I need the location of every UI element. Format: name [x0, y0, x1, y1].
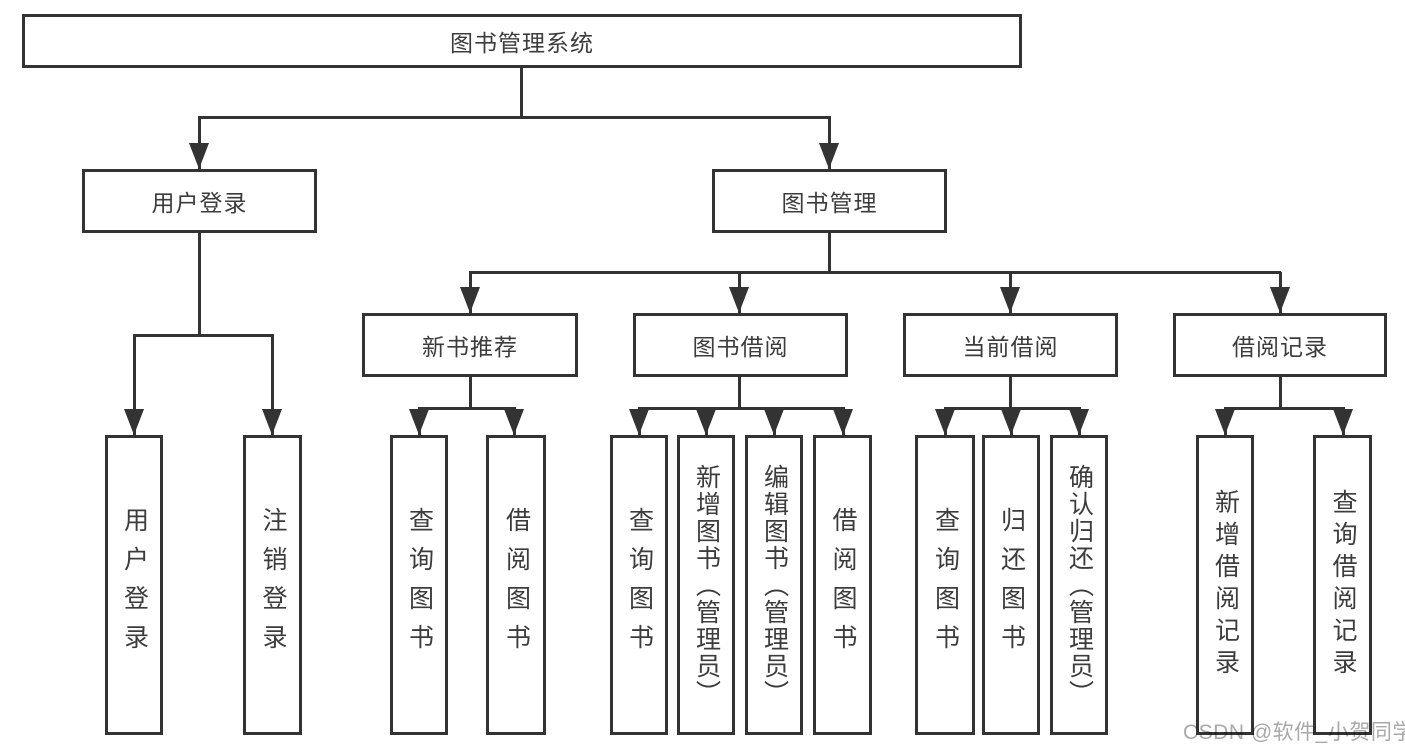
connector-line-horizontal [198, 116, 831, 119]
node-label: 图书借阅 [692, 334, 789, 360]
node-book-management: 图书管理 [712, 169, 947, 233]
connector-line-vertical [520, 68, 523, 117]
leaf-logout: 注销登录 [243, 435, 302, 735]
leaf-label: 查询图书 [405, 507, 434, 663]
down-arrow-icon [409, 409, 429, 435]
leaf-query-books-borrowing: 查询图书 [610, 435, 668, 735]
leaf-query-books-current: 查询图书 [915, 435, 975, 735]
connector-line-vertical [469, 377, 472, 408]
node-user-login: 用户登录 [82, 169, 317, 233]
down-arrow-icon [629, 409, 649, 435]
connector-line-vertical [198, 233, 201, 335]
leaf-query-books-recommend: 查询图书 [390, 435, 448, 735]
down-arrow-icon [1069, 409, 1089, 435]
connector-line-vertical [133, 335, 136, 435]
down-arrow-icon [124, 409, 144, 435]
down-arrow-icon [935, 409, 955, 435]
down-arrow-icon [696, 409, 716, 435]
down-arrow-icon [189, 143, 209, 169]
node-library-system: 图书管理系统 [22, 14, 1022, 68]
node-book-borrowing: 图书借阅 [633, 313, 848, 377]
connector-line-horizontal [1224, 407, 1345, 410]
leaf-return-books: 归还图书 [982, 435, 1040, 735]
node-label: 图书管理系统 [450, 30, 594, 56]
down-arrow-icon [1333, 409, 1353, 435]
leaf-add-borrow-record: 新增借阅记录 [1196, 435, 1254, 735]
connector-line-vertical [271, 335, 274, 435]
leaf-label: 借阅图书 [502, 507, 531, 663]
leaf-label: 注销登录 [259, 507, 287, 663]
leaf-borrow-books-recommend: 借阅图书 [486, 435, 546, 735]
leaf-label: 查询借阅记录 [1329, 489, 1357, 681]
leaf-label: 查询图书 [931, 507, 960, 663]
down-arrow-icon [504, 409, 524, 435]
leaf-label: 新增借阅记录 [1211, 489, 1240, 681]
leaf-label: 查询图书 [625, 507, 654, 663]
node-label: 借阅记录 [1232, 334, 1328, 360]
leaf-query-borrow-record: 查询借阅记录 [1313, 435, 1372, 735]
leaf-add-books-admin: 新增图书（管理员） [677, 435, 735, 735]
node-label: 用户登录 [151, 190, 248, 216]
leaf-confirm-return-admin: 确认归还（管理员） [1050, 435, 1108, 735]
node-label: 新书推荐 [422, 334, 518, 360]
down-arrow-icon [1001, 409, 1021, 435]
down-arrow-icon [729, 287, 749, 313]
connector-line-horizontal [418, 407, 516, 410]
leaf-label: 确认归还（管理员） [1065, 463, 1094, 707]
down-arrow-icon [262, 409, 282, 435]
csdn-watermark: CSDN @软件_小贺同学 [1183, 721, 1405, 744]
connector-line-vertical [1009, 377, 1012, 408]
node-new-book-recommendation: 新书推荐 [362, 313, 578, 377]
leaf-borrow-books-borrowing: 借阅图书 [813, 435, 872, 735]
leaf-edit-books-admin: 编辑图书（管理员） [745, 435, 803, 735]
leaf-label: 用户登录 [120, 507, 149, 663]
leaf-label: 编辑图书（管理员） [760, 463, 789, 707]
down-arrow-icon [1215, 409, 1235, 435]
node-borrowing-records: 借阅记录 [1173, 313, 1387, 377]
connector-line-vertical [1279, 377, 1282, 408]
connector-line-horizontal [133, 334, 274, 337]
down-arrow-icon [1270, 287, 1290, 313]
leaf-label: 新增图书（管理员） [692, 463, 721, 707]
down-arrow-icon [833, 409, 853, 435]
connector-line-horizontal [469, 271, 1281, 274]
leaf-label: 归还图书 [997, 507, 1026, 663]
connector-line-horizontal [638, 407, 845, 410]
down-arrow-icon [764, 409, 784, 435]
down-arrow-icon [1000, 287, 1020, 313]
leaf-label: 借阅图书 [829, 507, 857, 663]
connector-line-vertical [828, 233, 831, 272]
leaf-user-login: 用户登录 [105, 435, 163, 735]
node-current-borrowing: 当前借阅 [903, 313, 1118, 377]
down-arrow-icon [460, 287, 480, 313]
down-arrow-icon [819, 143, 839, 169]
node-label: 当前借阅 [962, 334, 1059, 360]
connector-line-vertical [738, 377, 741, 408]
node-label: 图书管理 [781, 190, 878, 216]
